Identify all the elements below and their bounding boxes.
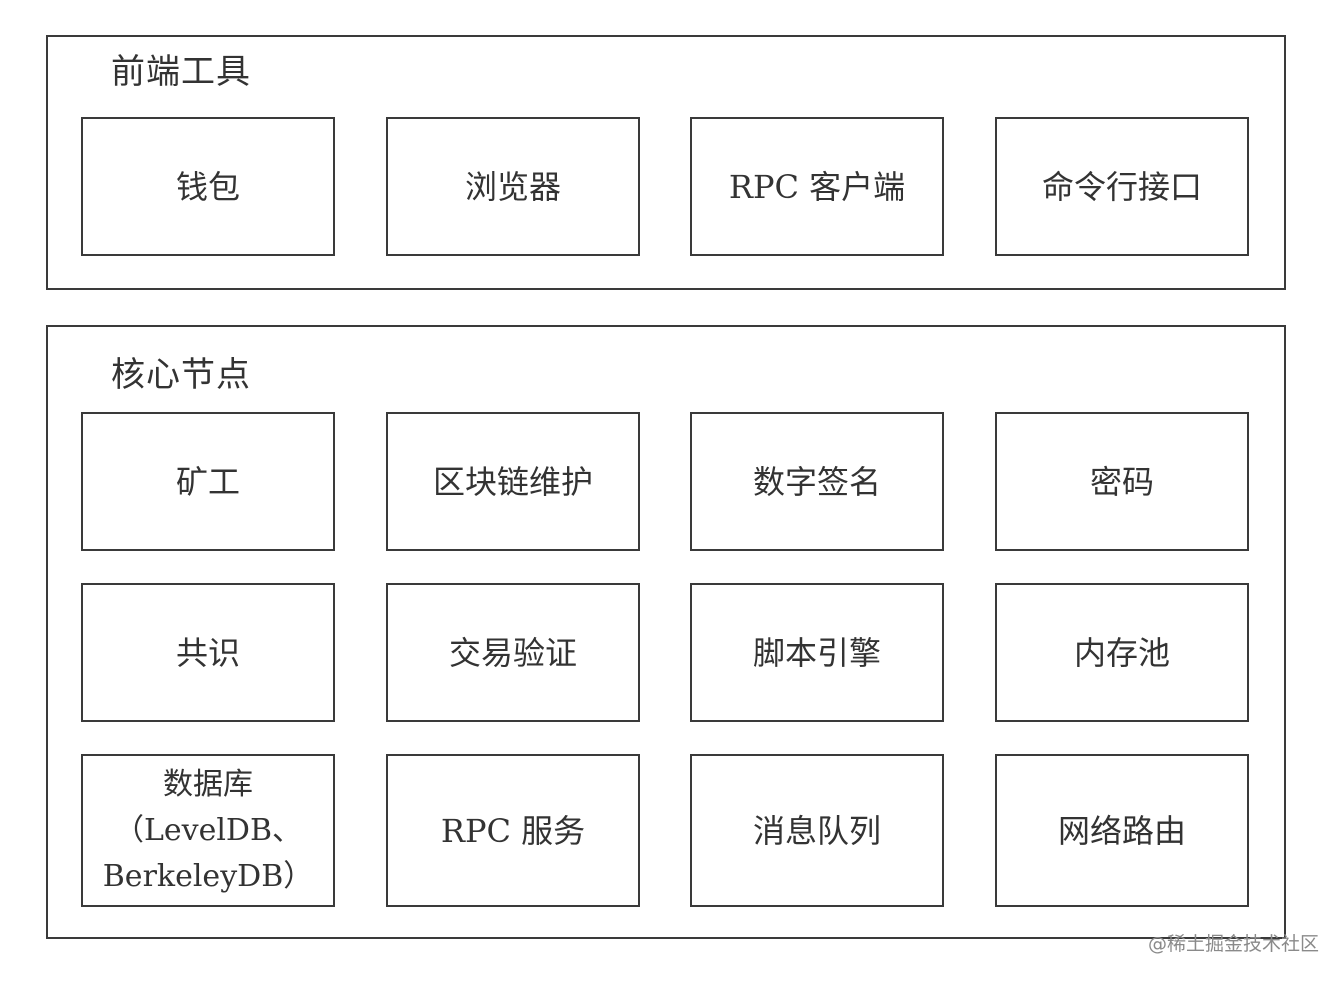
- mempool-box: 内存池: [995, 583, 1249, 722]
- frontend-tools-title: 前端工具: [111, 52, 251, 92]
- transaction-validation-box: 交易验证: [386, 583, 640, 722]
- digital-signature-label: 数字签名: [752, 462, 881, 501]
- rpc-client-box: RPC 客户端: [690, 117, 944, 256]
- database-box: 数据库 （LevelDB、 BerkeleyDB）: [81, 754, 335, 907]
- blockchain-maintenance-box: 区块链维护: [386, 412, 640, 551]
- cli-box: 命令行接口: [995, 117, 1249, 256]
- cli-label: 命令行接口: [1041, 167, 1202, 206]
- mempool-label: 内存池: [1073, 633, 1170, 672]
- script-engine-label: 脚本引擎: [752, 633, 881, 672]
- rpc-client-label: RPC 客户端: [728, 167, 906, 206]
- browser-box: 浏览器: [386, 117, 640, 256]
- cryptography-box: 密码: [995, 412, 1249, 551]
- network-routing-label: 网络路由: [1057, 811, 1186, 850]
- miner-box: 矿工: [81, 412, 335, 551]
- database-leveldb-label: （LevelDB、: [113, 812, 303, 848]
- cryptography-label: 密码: [1089, 462, 1154, 501]
- digital-signature-box: 数字签名: [690, 412, 944, 551]
- core-node-title: 核心节点: [111, 355, 251, 395]
- transaction-validation-label: 交易验证: [448, 633, 577, 672]
- watermark: @稀土掘金技术社区: [1148, 933, 1320, 955]
- rpc-service-box: RPC 服务: [386, 754, 640, 907]
- miner-label: 矿工: [175, 462, 240, 501]
- rpc-service-label: RPC 服务: [440, 811, 586, 850]
- consensus-box: 共识: [81, 583, 335, 722]
- message-queue-label: 消息队列: [752, 811, 881, 850]
- message-queue-box: 消息队列: [690, 754, 944, 907]
- blockchain-maintenance-label: 区块链维护: [432, 462, 593, 501]
- network-routing-box: 网络路由: [995, 754, 1249, 907]
- database-berkeleydb-label: BerkeleyDB）: [102, 858, 314, 894]
- browser-label: 浏览器: [464, 167, 561, 206]
- wallet-box: 钱包: [81, 117, 335, 256]
- consensus-label: 共识: [175, 633, 240, 672]
- database-label: 数据库: [163, 766, 253, 802]
- script-engine-box: 脚本引擎: [690, 583, 944, 722]
- wallet-label: 钱包: [175, 167, 240, 206]
